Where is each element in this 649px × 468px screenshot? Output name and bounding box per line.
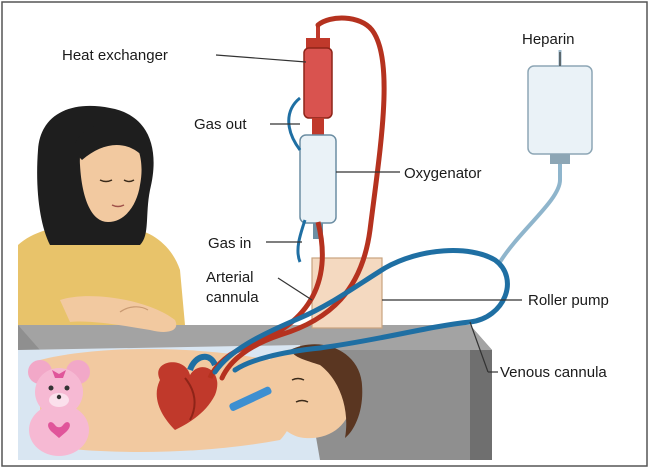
label-gas-out: Gas out [194, 116, 247, 133]
label-gas-in: Gas in [208, 235, 251, 252]
label-roller-pump: Roller pump [528, 292, 609, 309]
label-heparin: Heparin [522, 31, 575, 48]
label-oxygenator: Oxygenator [404, 165, 482, 182]
label-venous-cannula: Venous cannula [500, 364, 607, 381]
label-arterial-line2: cannula [206, 289, 259, 306]
label-heat-exchanger: Heat exchanger [62, 47, 168, 64]
label-arterial-line1: Arterial [206, 269, 254, 286]
